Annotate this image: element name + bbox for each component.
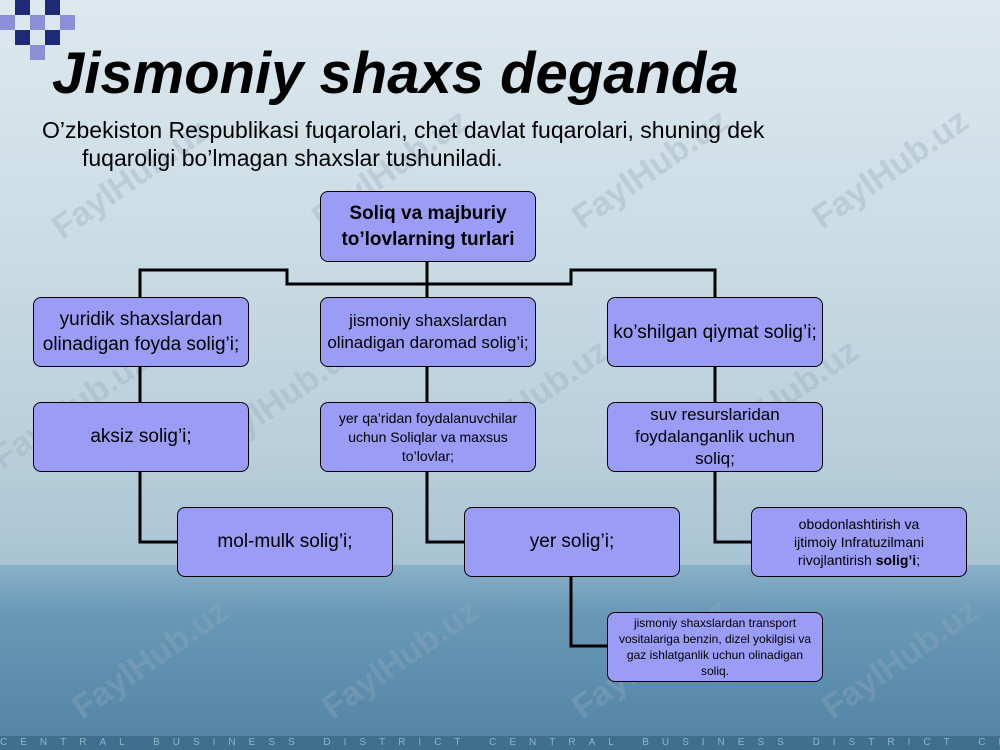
deco-square	[30, 45, 45, 60]
box-label: suv resurslaridan foydalanganlik uchun s…	[635, 405, 795, 468]
box-corporate-profit-tax: yuridik shaxslardan olinadigan foyda sol…	[33, 297, 249, 367]
box-water-tax: suv resurslaridan foydalanganlik uchun s…	[607, 402, 823, 472]
connector	[713, 472, 752, 544]
box-excise-tax: aksiz solig’i;	[33, 402, 249, 472]
box-label-bold: solig’i	[875, 552, 917, 568]
deco-square	[30, 15, 45, 30]
root-label: Soliq va majburiy to’lovlarning turlari	[341, 202, 515, 250]
deco-square	[15, 30, 30, 45]
root-box: Soliq va majburiy to’lovlarning turlari	[320, 191, 536, 262]
box-label: yer solig’i;	[529, 531, 615, 552]
box-label-text: obodonlashtirish va ijtimoiy Infratuzilm…	[794, 516, 924, 568]
box-label: yuridik shaxslardan olinadigan foyda sol…	[42, 309, 240, 355]
connector	[425, 472, 465, 544]
box-label: jismoniy shaxslardan olinadigan daromad …	[327, 311, 529, 352]
connector	[427, 268, 717, 298]
subtitle-line-1: O’zbekiston Respublikasi fuqarolari, che…	[42, 117, 765, 143]
box-label: ko’shilgan qiymat solig’i;	[613, 321, 817, 343]
box-land-tax: yer solig’i;	[464, 507, 680, 577]
slide-subtitle: O’zbekiston Respublikasi fuqarolari, che…	[42, 116, 942, 172]
subtitle-line-2: fuqaroligi bo’lmagan shaxslar tushunilad…	[82, 145, 503, 171]
box-transport-fuel-tax: jismoniy shaxslardan transport vositalar…	[607, 612, 823, 682]
connector	[138, 262, 429, 298]
slide-title: Jismoniy shaxs deganda	[52, 41, 739, 106]
box-label: mol-mulk solig’i;	[217, 531, 353, 552]
deco-square	[60, 15, 75, 30]
background-band	[0, 565, 1000, 750]
deco-square	[0, 15, 15, 30]
box-label: yer qa’ridan foydalanuvchilar uchun Soli…	[338, 409, 518, 464]
connector	[138, 472, 178, 544]
box-vat: ko’shilgan qiymat solig’i;	[607, 297, 823, 367]
box-personal-income-tax: jismoniy shaxslardan olinadigan daromad …	[320, 297, 536, 367]
deco-square	[15, 0, 30, 15]
connector	[569, 577, 608, 648]
box-property-tax: mol-mulk solig’i;	[177, 507, 393, 577]
box-infrastructure-tax: obodonlashtirish va ijtimoiy Infratuzilm…	[751, 507, 967, 577]
box-label: obodonlashtirish va ijtimoiy Infratuzilm…	[782, 515, 936, 569]
footer-strip: CENTRAL BUSINESS DISTRICT CENTRAL BUSINE…	[0, 736, 1000, 750]
box-label: jismoniy shaxslardan transport vositalar…	[618, 616, 812, 678]
box-label: aksiz solig’i;	[90, 426, 192, 447]
deco-square	[45, 30, 60, 45]
deco-square	[45, 0, 60, 15]
box-subsoil-tax: yer qa’ridan foydalanuvchilar uchun Soli…	[320, 402, 536, 472]
box-label-end: ;	[916, 552, 921, 568]
